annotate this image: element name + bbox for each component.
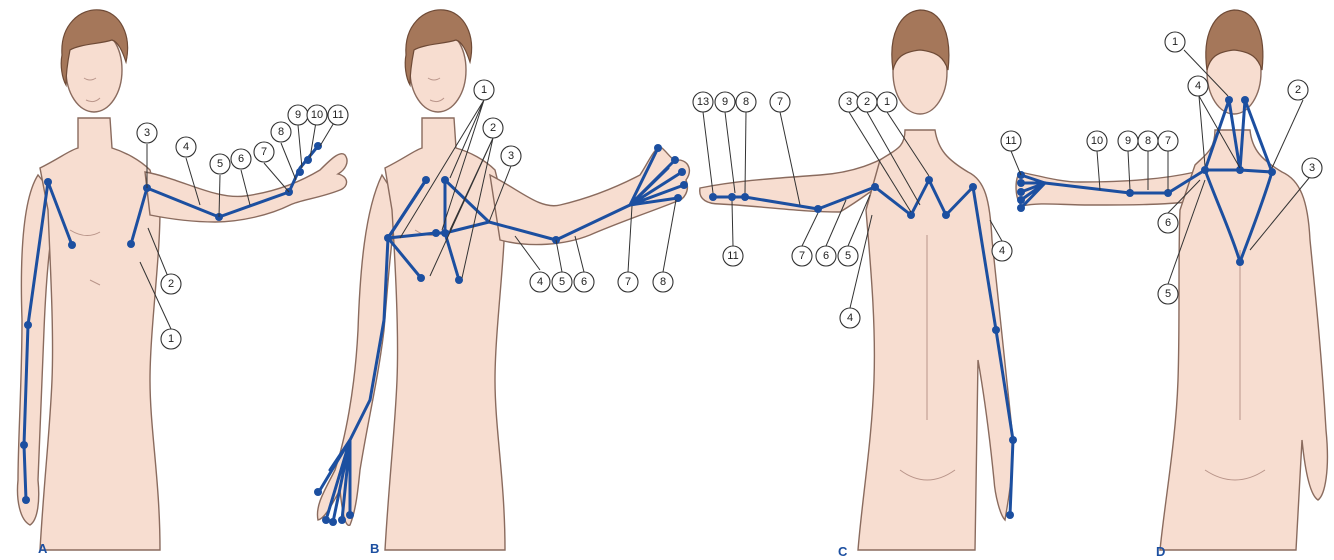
svg-text:3: 3: [144, 127, 150, 139]
svg-text:4: 4: [183, 141, 189, 153]
callout-d-6: 6: [1158, 213, 1178, 233]
svg-text:4: 4: [847, 312, 853, 324]
svg-text:4: 4: [999, 245, 1005, 257]
svg-text:1: 1: [884, 96, 890, 108]
callout-d-11: 11: [1001, 131, 1021, 151]
callout-b-4: 4: [530, 272, 550, 292]
callout-c-9: 8: [736, 92, 756, 112]
svg-text:13: 13: [697, 96, 709, 108]
callout-c-3: 3: [839, 92, 859, 112]
callout-c-10: 9: [715, 92, 735, 112]
svg-text:6: 6: [581, 276, 587, 288]
svg-text:11: 11: [332, 109, 343, 121]
callout-a-5: 5: [210, 154, 230, 174]
callout-b-8: 8: [653, 272, 673, 292]
callout-a-2: 2: [161, 274, 181, 294]
callout-c-5: 5: [838, 246, 858, 266]
svg-text:3: 3: [846, 96, 852, 108]
svg-text:8: 8: [660, 276, 666, 288]
callout-b-2: 2: [483, 118, 503, 138]
callout-d-7: 7: [1158, 131, 1178, 151]
panel-label-c: C: [838, 544, 848, 559]
svg-text:2: 2: [864, 96, 870, 108]
figure-a: [18, 10, 348, 550]
svg-text:1: 1: [1172, 36, 1178, 48]
callout-b-7: 7: [618, 272, 638, 292]
callout-b-6: 6: [574, 272, 594, 292]
callout-d-10: 10: [1087, 131, 1107, 151]
svg-text:2: 2: [1295, 84, 1301, 96]
svg-text:5: 5: [1165, 288, 1171, 300]
svg-text:6: 6: [238, 153, 244, 165]
callout-a-3: 3: [137, 123, 157, 143]
callout-a-1: 1: [161, 329, 181, 349]
svg-text:5: 5: [217, 158, 223, 170]
callout-a-7: 7: [254, 142, 274, 162]
callout-c-2: 2: [857, 92, 877, 112]
svg-text:11: 11: [727, 250, 738, 262]
callout-a-10: 10: [307, 105, 327, 125]
svg-text:7: 7: [625, 276, 631, 288]
callout-d-9: 9: [1118, 131, 1138, 151]
callout-c-1: 1: [877, 92, 897, 112]
svg-text:10: 10: [311, 109, 323, 121]
svg-text:6: 6: [823, 250, 829, 262]
callout-c-4-right: 4: [992, 241, 1012, 261]
panel-label-d: D: [1156, 544, 1165, 559]
svg-text:6: 6: [1165, 217, 1171, 229]
callout-c-4-left: 4: [840, 308, 860, 328]
svg-text:2: 2: [490, 122, 496, 134]
svg-text:3: 3: [1309, 162, 1315, 174]
callout-c-6: 6: [816, 246, 836, 266]
callout-d-8: 8: [1138, 131, 1158, 151]
svg-text:5: 5: [559, 276, 565, 288]
callout-c-11: 11: [723, 246, 743, 266]
svg-text:2: 2: [168, 278, 174, 290]
figure-d: [1011, 10, 1327, 550]
svg-text:11: 11: [1005, 135, 1016, 147]
figure-c: [700, 10, 1017, 550]
svg-text:8: 8: [278, 126, 284, 138]
callout-c-8: 7: [770, 92, 790, 112]
callout-c-7: 7: [792, 246, 812, 266]
callout-b-3: 3: [501, 146, 521, 166]
callout-b-5: 5: [552, 272, 572, 292]
svg-text:1: 1: [168, 333, 174, 345]
callout-a-4: 4: [176, 137, 196, 157]
svg-text:9: 9: [722, 96, 728, 108]
panel-label-a: A: [38, 541, 48, 556]
svg-text:10: 10: [1091, 135, 1103, 147]
svg-text:3: 3: [508, 150, 514, 162]
svg-text:9: 9: [1125, 135, 1131, 147]
svg-text:4: 4: [1195, 80, 1201, 92]
panel-label-b: B: [370, 541, 379, 556]
svg-text:7: 7: [777, 96, 783, 108]
callout-d-4: 4: [1188, 76, 1208, 96]
svg-text:7: 7: [799, 250, 805, 262]
callout-d-3: 3: [1302, 158, 1322, 178]
svg-text:7: 7: [261, 146, 267, 158]
svg-text:8: 8: [743, 96, 749, 108]
svg-text:9: 9: [295, 109, 301, 121]
callout-d-1: 1: [1165, 32, 1185, 52]
callout-c-13: 13: [693, 92, 713, 112]
svg-text:5: 5: [845, 250, 851, 262]
callout-b-1: 1: [474, 80, 494, 100]
callout-a-9: 9: [288, 105, 308, 125]
callout-a-6: 6: [231, 149, 251, 169]
svg-text:4: 4: [537, 276, 543, 288]
svg-text:7: 7: [1165, 135, 1171, 147]
svg-text:8: 8: [1145, 135, 1151, 147]
callout-d-5: 5: [1158, 284, 1178, 304]
svg-text:1: 1: [481, 84, 487, 96]
callout-a-8: 8: [271, 122, 291, 142]
callout-a-11: 11: [328, 105, 348, 125]
callouts-a: 1 2 3 4 5 6 7 8 9 10 11: [137, 105, 348, 349]
callout-d-2: 2: [1288, 80, 1308, 100]
